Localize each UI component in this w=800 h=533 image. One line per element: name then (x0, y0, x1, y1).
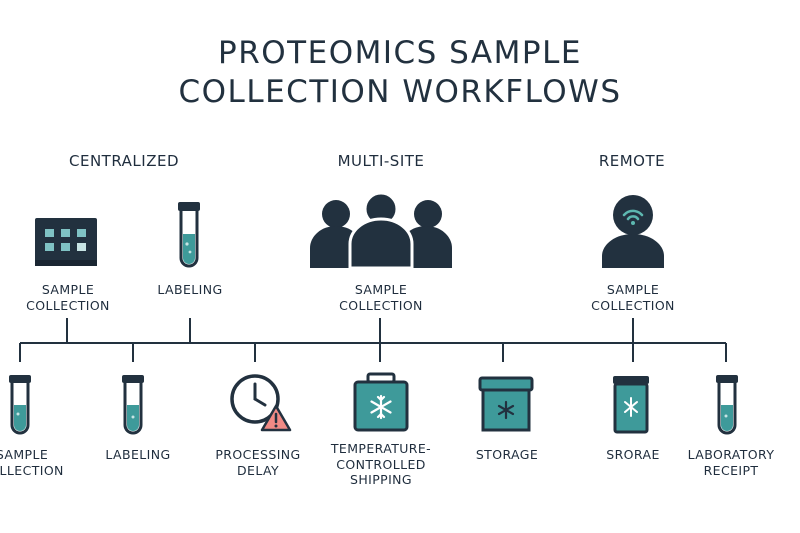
building-icon (35, 218, 97, 266)
labeling-label: LABELING (105, 447, 171, 462)
remote-person-icon (602, 195, 664, 268)
snowflake-icon (370, 394, 392, 420)
srorae-label: SRORAE (606, 447, 660, 462)
cooler-box-icon (353, 372, 409, 432)
laboratory-receipt-label: LABORATORY RECEIPT (687, 447, 775, 478)
remote-sample-collection-label: SAMPLE COLLECTION (591, 282, 675, 313)
freezer-icon (613, 376, 649, 434)
test-tube-icon (716, 375, 738, 435)
clock-icon (230, 374, 292, 432)
diagram-title: PROTEOMICS SAMPLE COLLECTION WORKFLOWS (0, 34, 800, 112)
storage-label: STORAGE (475, 447, 539, 462)
test-tube-icon (9, 375, 31, 435)
multi-site-sample-collection-label: SAMPLE COLLECTION (339, 282, 423, 313)
warning-icon (260, 404, 292, 432)
test-tube-icon (178, 202, 200, 268)
group-multi-site-heading: MULTI-SITE (337, 152, 425, 170)
sample-collection-label: SAMPLE COLLECTION (0, 447, 64, 478)
central-labeling-label: LABELING (157, 282, 223, 297)
temperature-controlled-shipping-label: TEMPERATURE- CONTROLLED SHIPPING (330, 441, 432, 487)
people-group-icon (310, 192, 452, 268)
processing-delay-label: PROCESSING DELAY (215, 447, 301, 478)
group-remote-heading: REMOTE (598, 152, 666, 170)
group-centralized-heading: CENTRALIZED (69, 152, 179, 170)
central-sample-collection-label: SAMPLE COLLECTION (26, 282, 110, 313)
title-line-2: COLLECTION WORKFLOWS (178, 74, 622, 110)
test-tube-icon (122, 375, 144, 435)
storage-box-icon (478, 376, 534, 432)
title-line-1: PROTEOMICS SAMPLE (218, 35, 582, 71)
